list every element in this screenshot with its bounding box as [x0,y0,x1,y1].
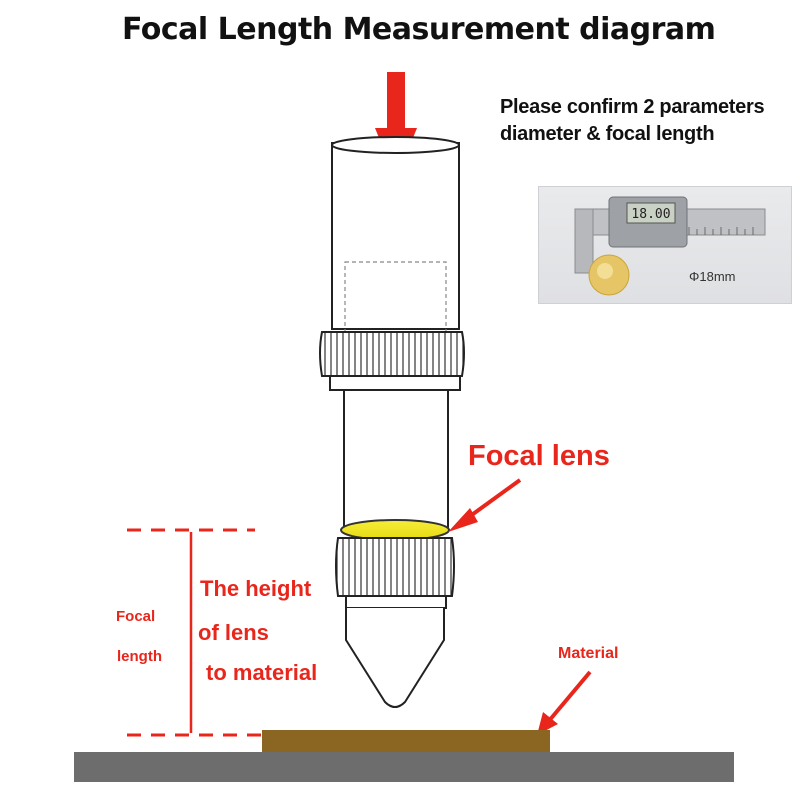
height-label-line-3: to material [206,660,318,685]
note-line-1: Please confirm 2 parameters [500,96,765,118]
material-plate [262,730,550,754]
note-line-2: diameter & focal length [500,123,715,145]
base-plate [74,752,734,782]
height-label-line-1: The height [200,576,312,601]
material-label: Material [558,645,619,662]
caliper-photo: 18.00 Φ18mm [538,186,792,304]
focal-length-label-line-2: length [117,648,162,665]
height-label-line-2: of lens [198,620,269,645]
diagram-title: Focal Length Measurement diagram [122,12,716,47]
focal-lens-label: Focal lens [468,440,610,472]
caliper-display: 18.00 [631,207,670,222]
focal-lens-arrow [448,478,522,532]
focal-length-dimension [127,528,262,737]
material-arrow [537,670,592,735]
focal-length-label-line-1: Focal [116,608,156,625]
diameter-label: Φ18mm [689,269,736,284]
caliper-illustration: 18.00 [574,196,766,296]
laser-head [319,136,465,708]
